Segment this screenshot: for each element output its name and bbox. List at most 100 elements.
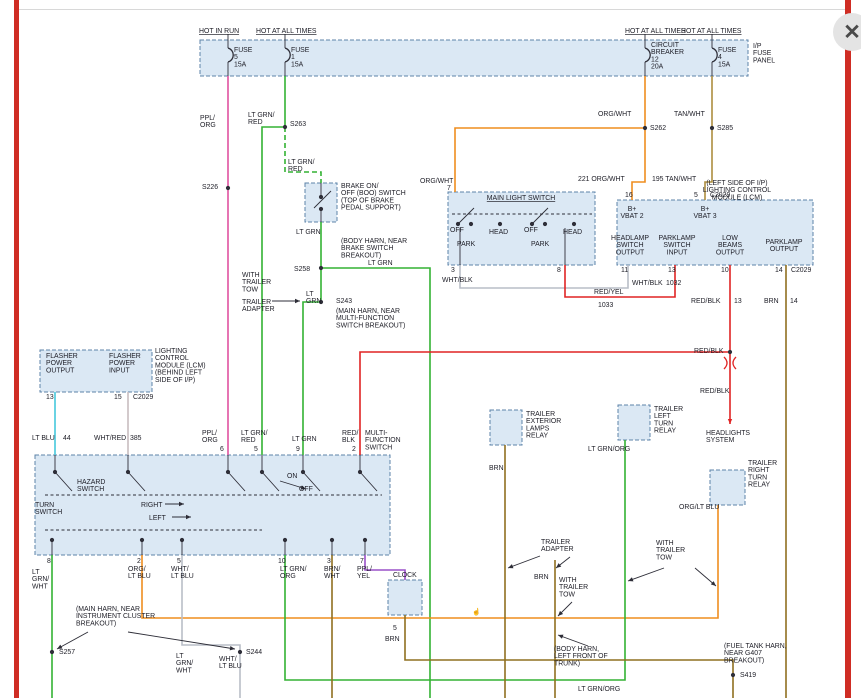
lt-grn-red-label-2: LT GRN/RED <box>288 159 315 173</box>
head-2: HEAD <box>563 229 582 236</box>
arrow-head <box>508 564 514 569</box>
ckt-1033: 1033 <box>598 302 613 309</box>
hot-at-all-times-3: HOT AT ALL TIMES <box>681 28 742 35</box>
brn-label-4: BRN <box>534 574 549 581</box>
ppl-org-label: PPL/ORG <box>200 115 216 129</box>
lt-grn-org-wire <box>284 440 626 681</box>
s258: S258 <box>294 266 310 273</box>
splice-dot <box>282 537 288 543</box>
b-plus-vbat3: B+VBAT 3 <box>693 206 716 220</box>
lt-grn-org-label-3: LT GRN/ORG <box>578 686 620 693</box>
splice-dot <box>139 537 145 543</box>
org-lt-blu-label-2: ORG/LT BLU <box>128 566 151 580</box>
pin-10: 10 <box>721 267 729 274</box>
ppl-yel-label: PPL/YEL <box>357 566 372 580</box>
c2029-flasher: C2029 <box>133 394 153 401</box>
pin-16: 16 <box>625 192 633 199</box>
lt-grn-wire-pin9 <box>302 301 321 455</box>
splice-dot <box>259 469 265 475</box>
pin-7b: 7 <box>360 558 364 565</box>
wht-lt-blu-label-2: WHT/LT BLU <box>219 656 242 670</box>
ckt-1032: 1032 <box>666 280 681 287</box>
ckt-385: 385 <box>130 435 142 442</box>
red-blk-wire-cross <box>359 351 730 455</box>
pin-13-flasher: 13 <box>46 394 54 401</box>
splice-dot <box>225 469 231 475</box>
close-button[interactable]: ✕ <box>833 13 861 51</box>
splice-dot <box>300 469 306 475</box>
wht-red-label: WHT/RED <box>94 435 126 442</box>
lt-grn-wire-horiz <box>321 267 431 698</box>
brn-label-3: BRN <box>385 636 400 643</box>
internal-line <box>302 471 321 492</box>
s285: S285 <box>717 125 733 132</box>
flasher-box <box>39 349 153 393</box>
pin-8: 8 <box>557 267 561 274</box>
right-red-border <box>845 0 851 698</box>
connector-symbol <box>644 47 651 63</box>
clock-title: CLOCK <box>393 572 417 579</box>
head-1: HEAD <box>489 229 508 236</box>
arrow-line <box>627 567 665 582</box>
arrow-head <box>57 644 63 649</box>
main-light-switch-title: MAIN LIGHT SWITCH <box>487 195 555 202</box>
pin-5-lcm: 5 <box>694 192 698 199</box>
s419: S419 <box>740 672 756 679</box>
ckt-221-org-wht: 221 ORG/WHT <box>578 176 626 183</box>
splice-dot <box>542 221 548 227</box>
splice-dot <box>730 672 736 678</box>
s263: S263 <box>290 121 306 128</box>
off-1: OFF <box>450 227 464 234</box>
lt-grn-org-label-1: LT GRN/ORG <box>588 446 630 453</box>
arrow-line <box>56 631 89 650</box>
s262: S262 <box>650 125 666 132</box>
main-light-switch-box <box>447 191 596 266</box>
brn-wht-label: BRN/WHT <box>324 566 341 580</box>
lt-grn-label-2: LT GRN <box>368 260 393 267</box>
pin-9: 9 <box>296 446 300 453</box>
ppl-yel-wire <box>364 555 406 580</box>
splice-dot <box>497 221 503 227</box>
pin-15: 15 <box>114 394 122 401</box>
splice-dot <box>318 206 324 212</box>
internal-line <box>359 471 378 492</box>
splice-dot <box>318 194 324 200</box>
pin-13: 13 <box>668 267 676 274</box>
connector-symbol <box>284 47 291 63</box>
pin-3b: 3 <box>327 558 331 565</box>
ckt-195-tan-wht: 195 TAN/WHT <box>652 176 697 183</box>
close-icon: ✕ <box>843 20 861 44</box>
wht-blk-label-2: WHT/BLK <box>632 280 663 287</box>
splice-dot <box>362 537 368 543</box>
internal-line <box>457 207 475 225</box>
splice-dot <box>709 125 715 131</box>
internal-line <box>227 471 246 492</box>
splice-dot <box>237 649 243 655</box>
right-label: RIGHT <box>141 502 163 509</box>
red-blk-label-3: RED/BLK <box>700 388 730 395</box>
splice-dot <box>52 469 58 475</box>
arrow-head <box>229 646 235 651</box>
wht-blk-wire <box>459 265 629 289</box>
splice-dot <box>225 185 231 191</box>
lt-grn-org-label-2: LT GRN/ORG <box>280 566 307 580</box>
pin-8b: 8 <box>47 558 51 565</box>
arrow-line <box>127 631 236 650</box>
ip-fuse-panel-box <box>199 39 749 77</box>
splice-dot <box>357 469 363 475</box>
